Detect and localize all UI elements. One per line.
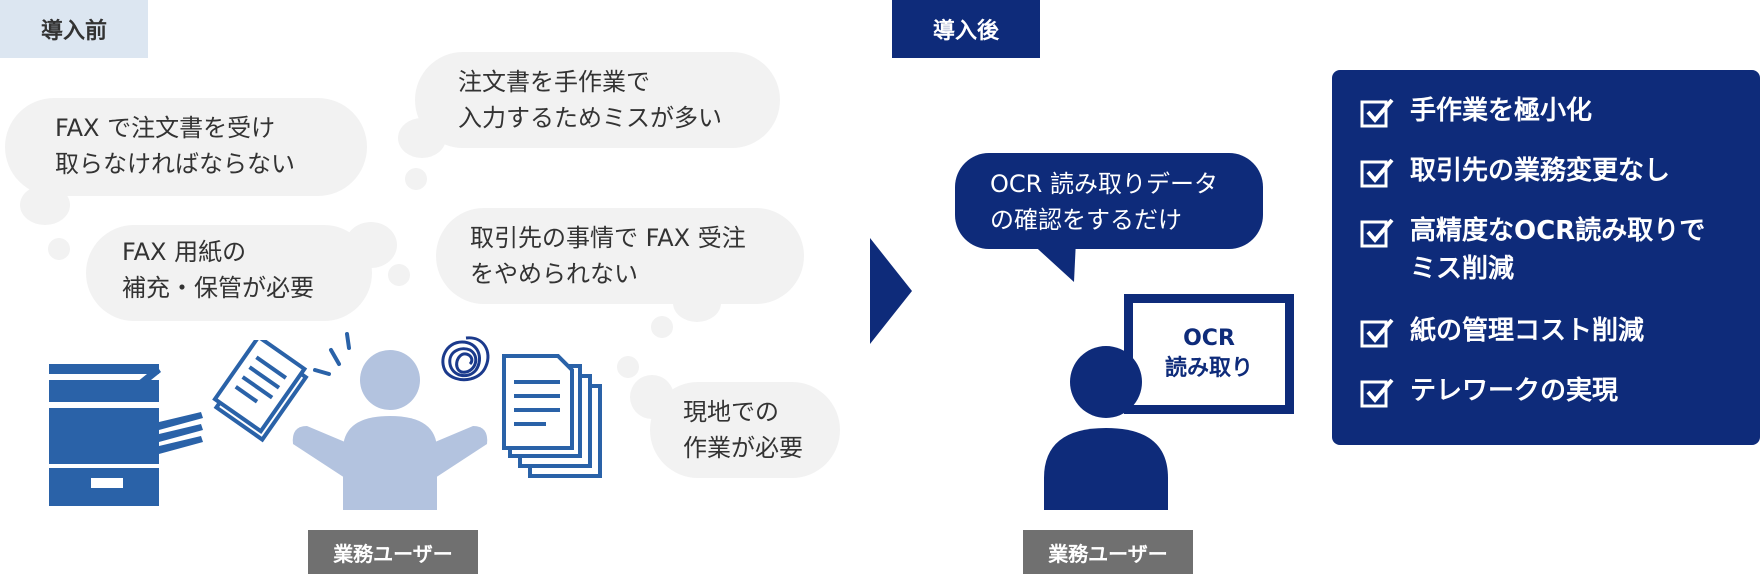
benefit-text-line: テレワークの実現 xyxy=(1410,376,1619,406)
arrow-right-icon xyxy=(870,238,912,344)
checkbox-icon xyxy=(1360,318,1394,348)
before-tag: 導入前 xyxy=(0,0,148,58)
benefit-item: 手作業を極小化 xyxy=(1360,92,1750,130)
cloud-text-line: 現地での xyxy=(683,398,779,426)
benefit-text-line: 紙の管理コスト削減 xyxy=(1410,316,1645,346)
checkbox-icon xyxy=(1360,158,1394,188)
person-icon xyxy=(1044,346,1168,510)
confused-person-icon xyxy=(292,332,488,510)
before-user-label: 業務ユーザー xyxy=(308,530,478,574)
monitor-icon: OCR 読み取り xyxy=(1124,294,1294,414)
checkbox-icon xyxy=(1360,98,1394,128)
cloud-text-line: 作業が必要 xyxy=(683,434,803,462)
cloud-text-line: 注文書を手作業で xyxy=(458,68,650,96)
benefit-text-line: 手作業を極小化 xyxy=(1410,96,1593,126)
benefit-text-line: ミス削減 xyxy=(1410,254,1515,284)
checkbox-icon xyxy=(1360,218,1394,248)
benefit-item: 取引先の業務変更なし xyxy=(1360,152,1750,190)
benefit-panel xyxy=(1332,70,1760,445)
after-tag: 導入後 xyxy=(892,0,1040,58)
document-stack-icon xyxy=(502,354,602,478)
monitor-text-line: 読み取り xyxy=(1164,356,1253,381)
checkbox-icon xyxy=(1360,378,1394,408)
scribble-icon xyxy=(441,336,490,382)
cloud-text-line: FAX で注文書を受け xyxy=(55,114,276,142)
benefit-item: 高精度なOCR読み取りで ミス削減 xyxy=(1360,212,1750,288)
cloud-text-line: 取引先の事情で FAX 受注 xyxy=(470,224,746,252)
cloud-text-line: 補充・保管が必要 xyxy=(122,274,314,302)
document-icon xyxy=(212,340,309,443)
cloud-text-line: 入力するためミスが多い xyxy=(458,104,722,132)
cloud-text-line: をやめられない xyxy=(470,260,638,288)
benefit-text-line: 取引先の業務変更なし xyxy=(1410,156,1671,186)
monitor-text-line: OCR xyxy=(1183,326,1235,351)
benefit-item: 紙の管理コスト削減 xyxy=(1360,312,1750,350)
fax-machine-icon xyxy=(49,364,203,506)
after-user-label: 業務ユーザー xyxy=(1023,530,1193,574)
benefit-text-line: 高精度なOCR読み取りで xyxy=(1410,216,1706,246)
cloud-text-line: FAX 用紙の xyxy=(122,238,247,266)
bubble-text-line: OCR 読み取りデータ xyxy=(990,170,1218,198)
benefit-item: テレワークの実現 xyxy=(1360,372,1750,410)
bubble-text-line: の確認をするだけ xyxy=(990,206,1182,234)
cloud-text-line: 取らなければならない xyxy=(55,150,295,178)
